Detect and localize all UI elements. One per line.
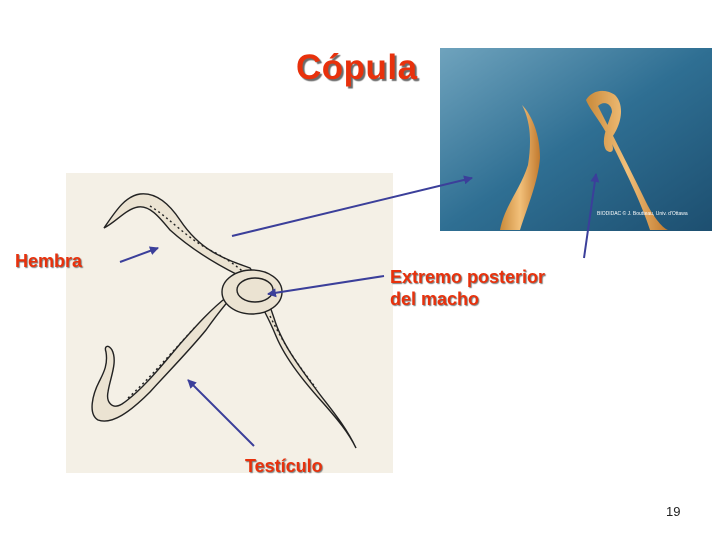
female-worm-drawing	[103, 193, 357, 449]
label-hembra: Hembra	[15, 251, 83, 271]
label-extremo-line1: Extremo posterior	[390, 267, 546, 287]
label-extremo-posterior: Extremo posterior del macho	[390, 266, 620, 310]
male-worm-drawing	[91, 269, 283, 422]
specimen-photo: BIODIDAC © J. Boutteau, Univ. d'Ottawa	[440, 48, 712, 231]
arrow-photo-female	[231, 175, 473, 237]
label-testiculo: Testículo	[245, 456, 323, 476]
page-number: 19	[666, 504, 681, 519]
photo-caption: BIODIDAC © J. Boutteau, Univ. d'Ottawa	[597, 210, 688, 217]
drawing-panel	[66, 173, 393, 473]
arrow-testiculo	[187, 379, 255, 447]
arrow-extremo-drawing	[267, 275, 385, 298]
label-extremo-line2: del macho	[390, 289, 480, 309]
arrow-hembra	[119, 246, 159, 263]
slide-title: Cópula	[296, 48, 418, 87]
arrow-photo-male	[583, 173, 600, 259]
